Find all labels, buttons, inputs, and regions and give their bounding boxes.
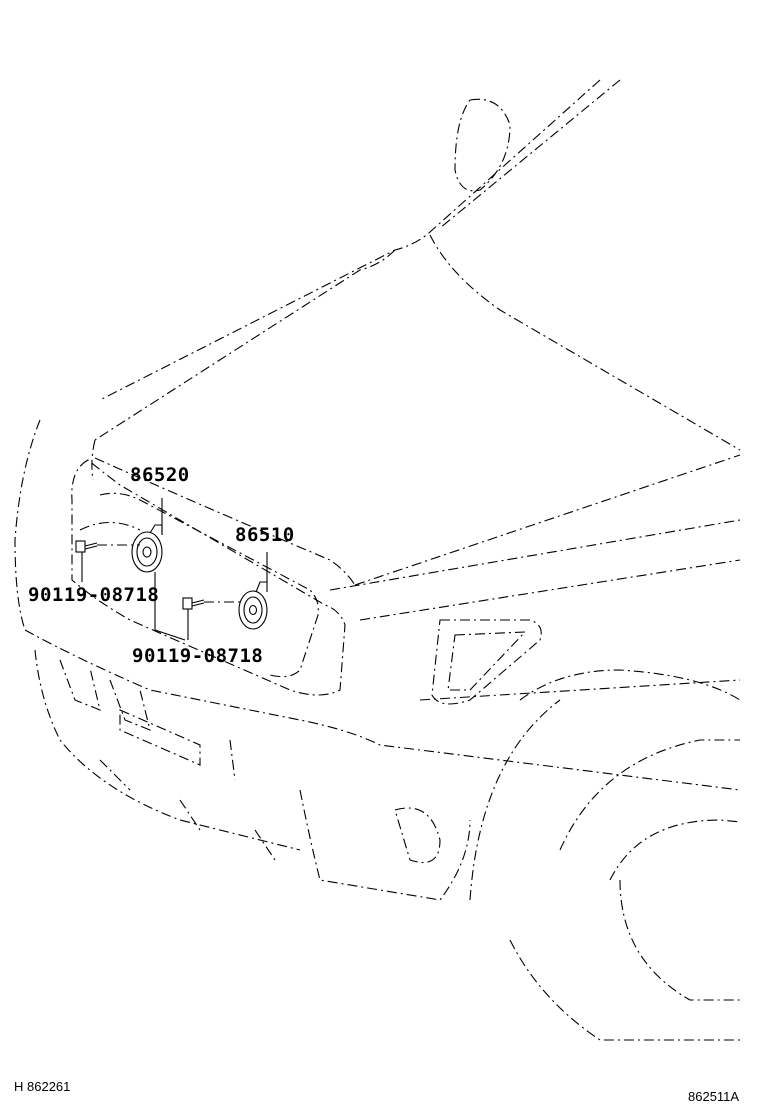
bracket [154,572,186,641]
horn-low [131,498,163,573]
part-number-bolt-left[interactable]: 90119-08718 [28,584,160,606]
hood-outline [91,79,741,591]
bumper-outline [14,419,741,901]
part-number-86520[interactable]: 86520 [130,464,190,486]
horn-high [238,552,268,630]
fender-outline [359,559,741,701]
part-number-86510[interactable]: 86510 [235,524,295,546]
grille-outline [71,459,346,696]
part-number-bolt-right[interactable]: 90119-08718 [132,645,264,667]
mirror-outline [454,98,511,192]
wheel-outline [469,669,741,1041]
bolt-left [75,540,140,582]
diagram-code-left: H 862261 [14,1079,71,1094]
bolt-right [182,597,240,640]
headlamp-outline [431,619,542,705]
diagram-code-right: 862511A [688,1089,740,1104]
